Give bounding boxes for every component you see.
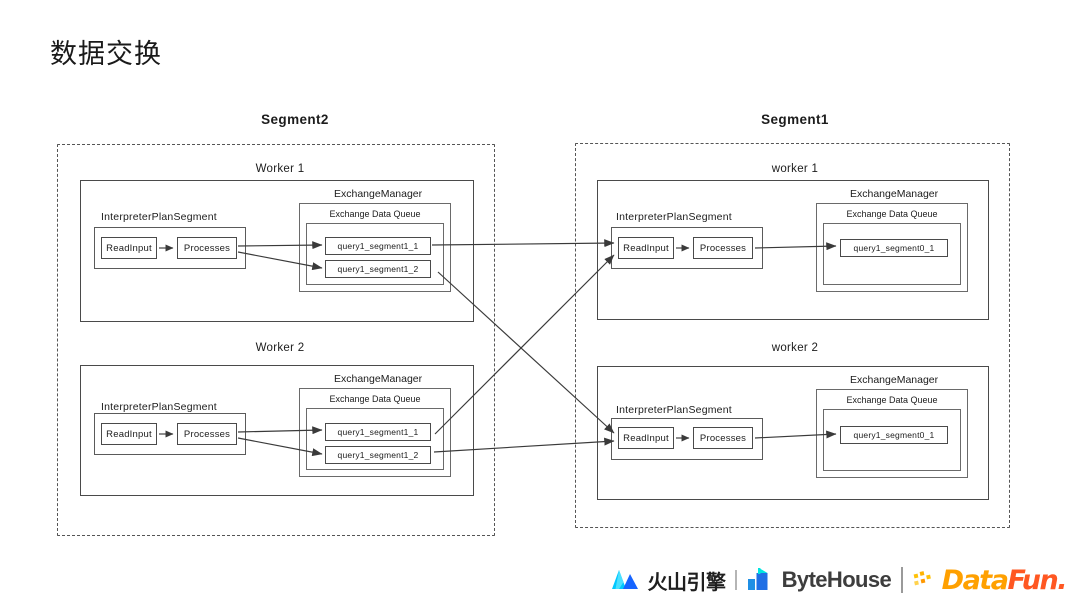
- node-processes-s2w2[interactable]: Processes: [177, 423, 237, 445]
- worker-title-s2w2: Worker 2: [255, 342, 305, 354]
- queue-item-s2w1-0[interactable]: query1_segment1_1: [325, 237, 431, 255]
- volcano-engine-logo: 火山引擎: [610, 566, 726, 595]
- datafun-dots-icon: [913, 571, 931, 586]
- queue-item-s2w2-1[interactable]: query1_segment1_2: [325, 446, 431, 464]
- node-processes-s1w1[interactable]: Processes: [693, 237, 753, 259]
- segment-title-segment1: Segment1: [761, 112, 829, 127]
- datafun-label: DataFun.: [941, 564, 1068, 596]
- ips-title-s1w1: InterpreterPlanSegment: [616, 211, 732, 223]
- worker-title-s1w2: worker 2: [771, 342, 819, 354]
- segment-title-segment2: Segment2: [261, 112, 329, 127]
- queue-item-s2w1-1[interactable]: query1_segment1_2: [325, 260, 431, 278]
- exchange-queue-title-s1w1: Exchange Data Queue: [846, 209, 938, 219]
- datafun-label-fun: Fun.: [1007, 564, 1067, 596]
- ips-title-s2w2: InterpreterPlanSegment: [101, 401, 217, 413]
- queue-item-s1w1-0[interactable]: query1_segment0_1: [840, 239, 948, 257]
- datafun-logo: DataFun.: [913, 564, 1068, 596]
- volcano-mountain-icon: [612, 570, 639, 589]
- node-readinput-s2w2[interactable]: ReadInput: [101, 423, 157, 445]
- node-readinput-s1w2[interactable]: ReadInput: [618, 427, 674, 449]
- datafun-label-data: Data: [941, 564, 1009, 596]
- exchange-queue-title-s2w2: Exchange Data Queue: [329, 394, 421, 404]
- bytehouse-logo: ByteHouse: [747, 567, 892, 593]
- bytehouse-label: ByteHouse: [781, 567, 892, 592]
- exchange-manager-title-s1w1: ExchangeManager: [850, 188, 939, 200]
- node-processes-s1w2[interactable]: Processes: [693, 427, 753, 449]
- exchange-manager-title-s2w1: ExchangeManager: [334, 188, 423, 200]
- node-readinput-s2w1[interactable]: ReadInput: [101, 237, 157, 259]
- queue-item-s1w2-0[interactable]: query1_segment0_1: [840, 426, 948, 444]
- bytehouse-building-icon: [747, 568, 768, 590]
- volcano-engine-label: 火山引擎: [647, 569, 726, 594]
- worker-title-s2w1: Worker 1: [255, 163, 305, 175]
- ips-title-s1w2: InterpreterPlanSegment: [616, 404, 732, 416]
- exchange-queue-title-s1w2: Exchange Data Queue: [846, 395, 938, 405]
- queue-item-s2w2-0[interactable]: query1_segment1_1: [325, 423, 431, 441]
- exchange-queue-title-s2w1: Exchange Data Queue: [329, 209, 421, 219]
- ips-title-s2w1: InterpreterPlanSegment: [101, 211, 217, 223]
- node-readinput-s1w1[interactable]: ReadInput: [618, 237, 674, 259]
- logo-separator-1: [735, 570, 737, 590]
- exchange-manager-title-s2w2: ExchangeManager: [334, 373, 423, 385]
- logo-separator-2: [901, 567, 903, 593]
- footer-logos: 火山引擎 ByteHouse DataFun.: [0, 558, 1080, 602]
- worker-title-s1w1: worker 1: [771, 163, 819, 175]
- page-title: 数据交换: [50, 39, 162, 70]
- node-processes-s2w1[interactable]: Processes: [177, 237, 237, 259]
- exchange-manager-title-s1w2: ExchangeManager: [850, 374, 939, 386]
